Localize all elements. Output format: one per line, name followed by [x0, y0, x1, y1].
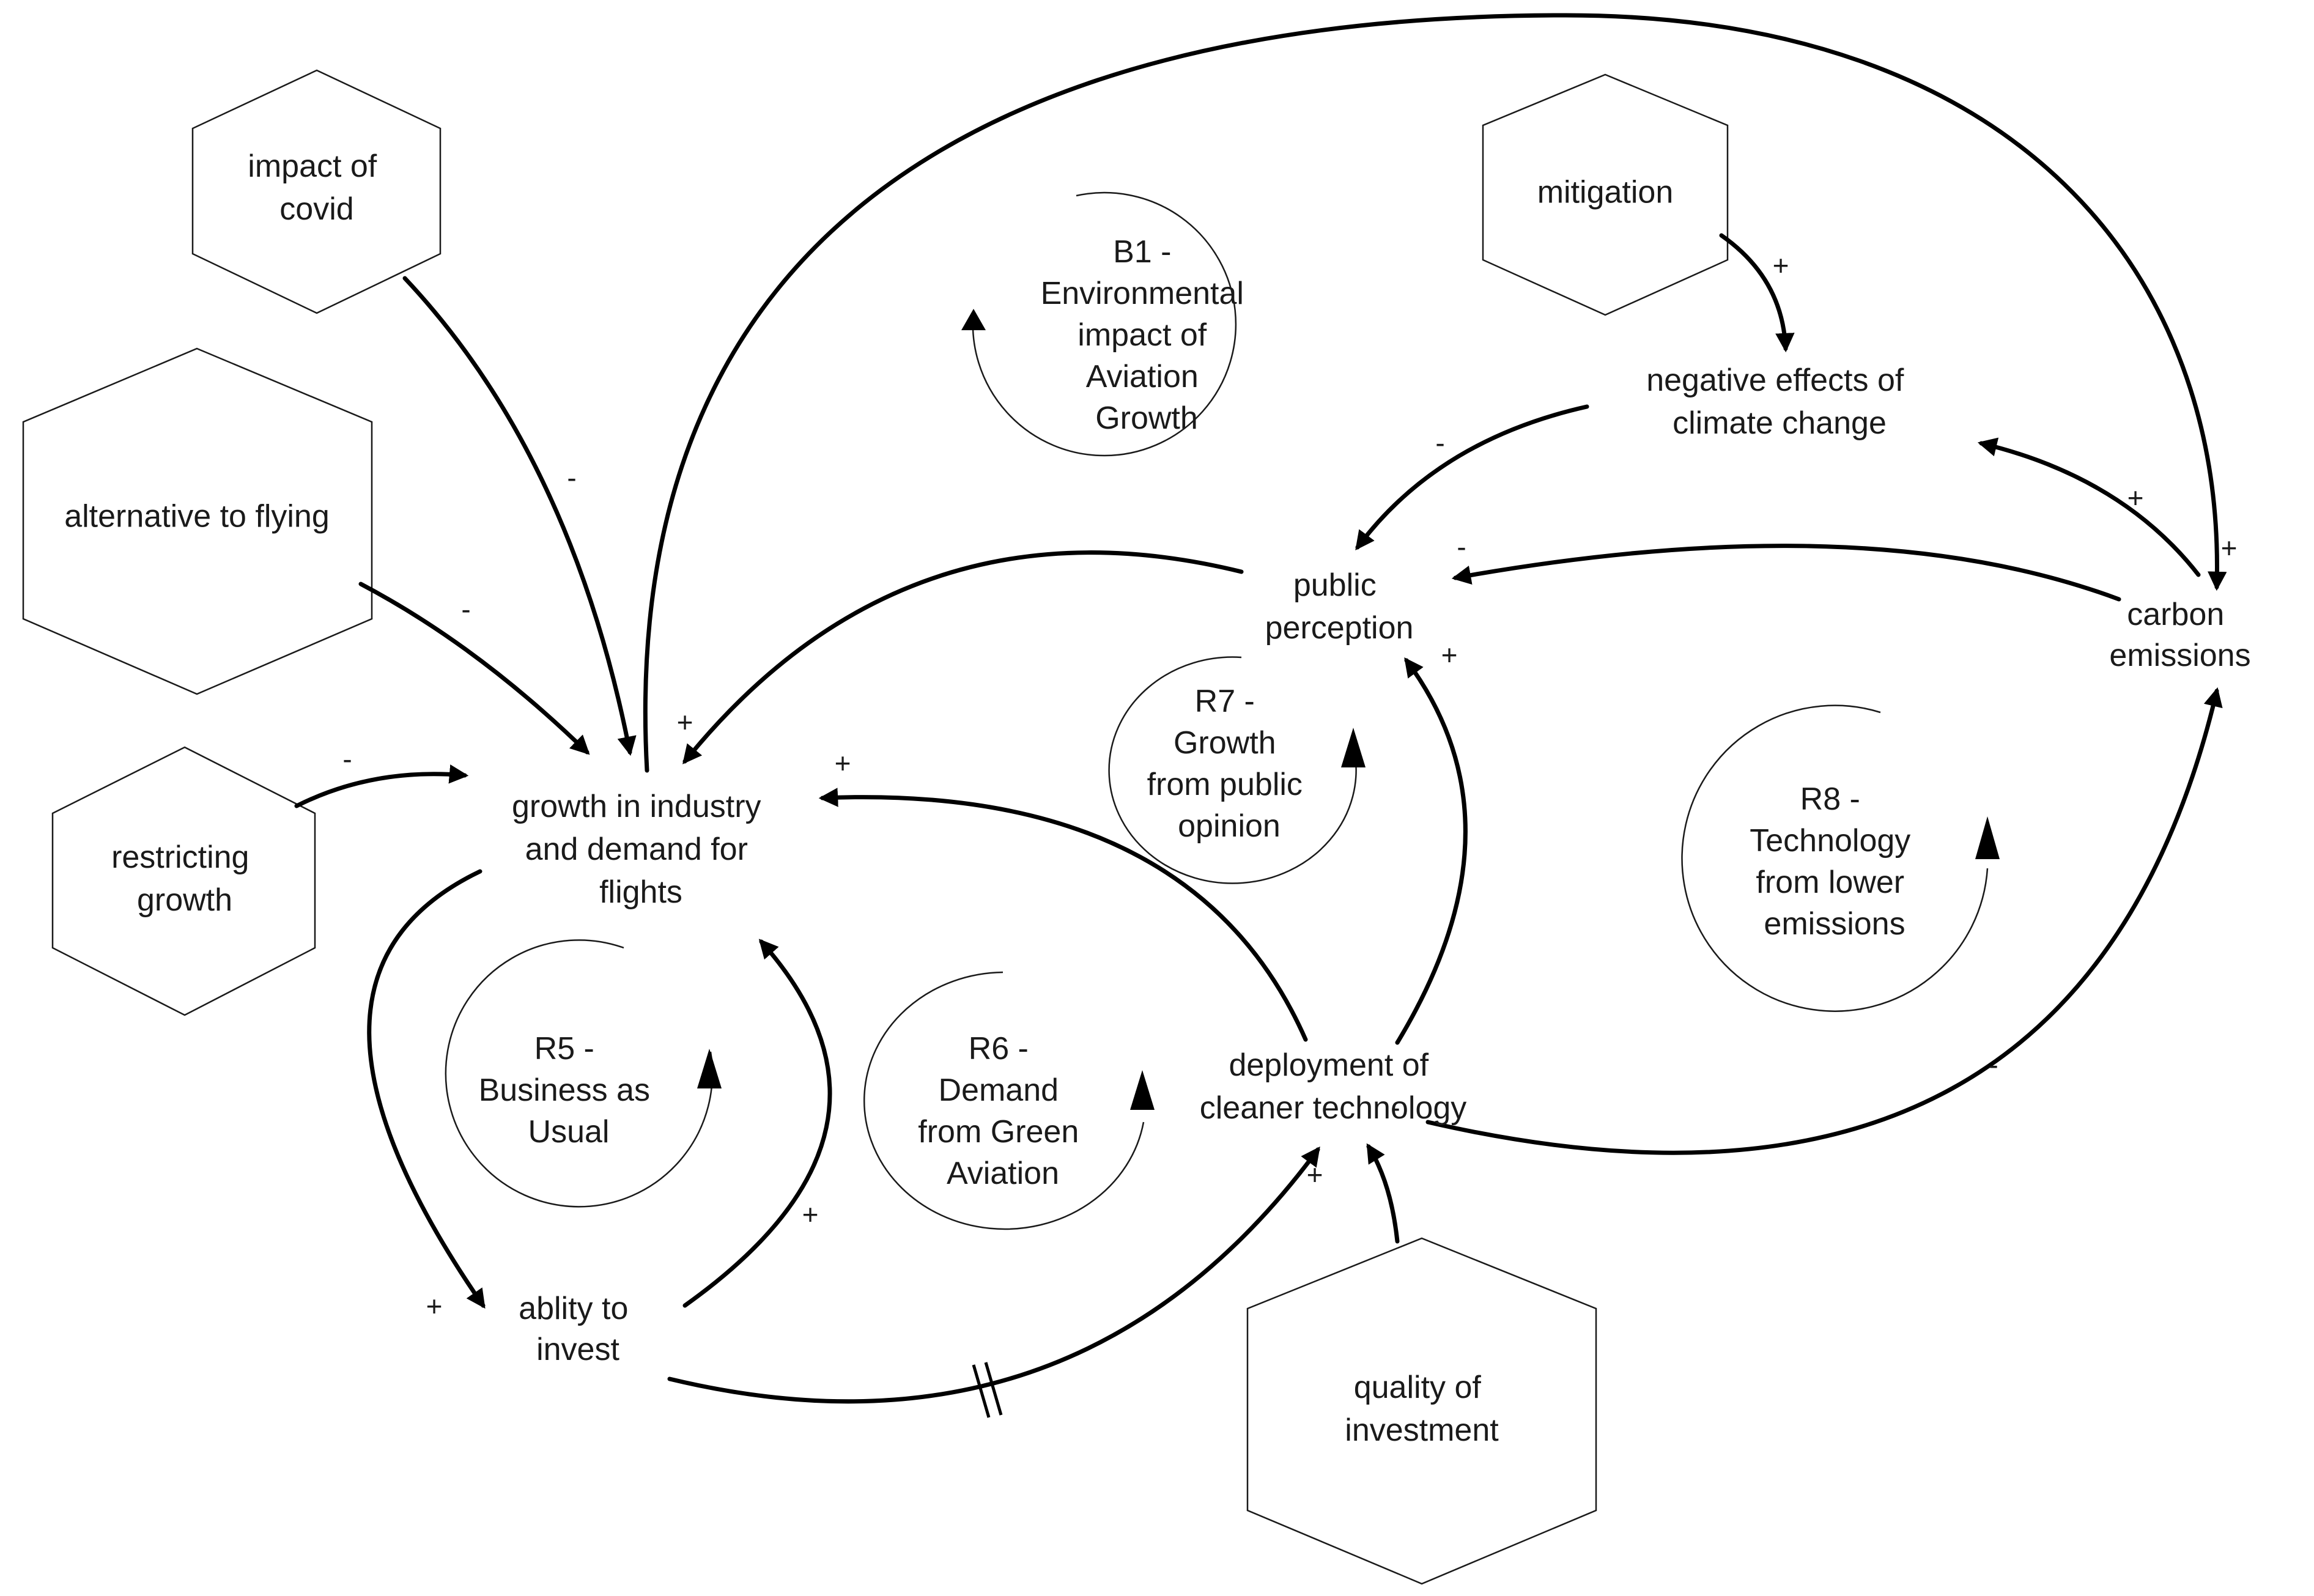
loop-arc-r7 — [1108, 656, 1357, 884]
loop-label-r7: R7 - Growth from public opinion — [1147, 684, 1312, 844]
link-growth-to-carbon — [643, 13, 2227, 773]
sign-carbon-negative: + — [2127, 482, 2144, 514]
label-quality-of-investment: quality of investment — [1345, 1370, 1499, 1448]
loop-label-r6: R6 - Demand from Green Aviation — [918, 1031, 1087, 1191]
sign-deployment-perception: + — [1441, 639, 1458, 671]
link-invest-to-growth — [682, 939, 832, 1308]
node-restricting-growth: restricting growth — [51, 746, 316, 1016]
sign-growth-carbon: + — [2221, 532, 2238, 564]
loop-arrow-r5 — [697, 1049, 722, 1088]
link-deployment-to-growth — [818, 788, 1308, 1042]
label-alternative-to-flying: alternative to flying — [64, 499, 330, 534]
loop-arrow-r6 — [1130, 1070, 1155, 1110]
link-covid-to-growth — [402, 276, 637, 756]
node-quality-of-investment: quality of investment — [1246, 1237, 1597, 1585]
sign-mitigation-negative: + — [1773, 249, 1789, 281]
link-carbon-to-perception — [1451, 544, 2121, 602]
sign-growth-invest: + — [426, 1290, 443, 1322]
loop-arrow-r8 — [1975, 816, 2000, 859]
sign-covid-growth: - — [567, 462, 576, 493]
link-perception-to-growth — [682, 550, 1244, 764]
label-mitigation: mitigation — [1537, 175, 1674, 210]
delay-mark — [972, 1362, 1003, 1418]
loop-arc-r8 — [1681, 704, 1989, 1012]
link-restricting-to-growth — [294, 764, 469, 808]
link-quality-to-deployment — [1366, 1143, 1400, 1244]
link-deployment-to-perception — [1395, 657, 1468, 1045]
sign-carbon-perception: - — [1457, 531, 1466, 563]
sign-deployment-growth: + — [835, 747, 851, 779]
sign-invest-growth: + — [802, 1199, 819, 1230]
sign-invest-deployment: + — [1307, 1159, 1323, 1191]
loop-label-b1: B1 - Environmental impact of Aviation Gr… — [1041, 234, 1253, 436]
sign-quality-deployment: - — [1391, 1092, 1400, 1123]
var-public-perception: public perception — [1265, 567, 1414, 646]
link-growth-to-invest — [367, 869, 486, 1309]
loop-label-r5: R5 - Business as Usual — [479, 1031, 659, 1150]
loop-arc-b1 — [972, 191, 1237, 457]
sign-negative-perception: - — [1435, 427, 1444, 459]
loop-arrow-r7 — [1341, 728, 1366, 767]
sign-alternative-growth: - — [461, 593, 470, 625]
label-restricting-growth: restricting growth — [111, 840, 258, 918]
node-impact-of-covid: impact of covid — [191, 69, 442, 314]
sign-restricting-growth: - — [342, 743, 352, 775]
loop-arc-r6 — [863, 971, 1145, 1230]
sign-deployment-carbon: - — [1989, 1049, 1998, 1081]
link-alternative-to-growth — [358, 582, 590, 755]
node-alternative-to-flying: alternative to flying — [22, 347, 373, 695]
label-impact-of-covid: impact of covid — [248, 149, 385, 227]
sign-perception-growth: + — [677, 706, 693, 738]
link-mitigation-to-negative — [1719, 233, 1795, 353]
link-deployment-to-carbon — [1425, 687, 2223, 1155]
var-carbon-emissions: carbon emissions — [2109, 597, 2250, 673]
var-deployment: deployment of cleaner technology — [1200, 1047, 1467, 1126]
loop-arrow-b1 — [961, 309, 986, 330]
loop-label-r8: R8 - Technology from lower emissions — [1750, 781, 1920, 942]
loop-arc-r5 — [445, 939, 714, 1208]
link-carbon-to-negative — [1977, 437, 2201, 577]
node-mitigation: mitigation — [1482, 73, 1729, 316]
link-invest-to-deployment — [667, 1146, 1320, 1404]
var-growth-in-industry: growth in industry and demand for flight… — [512, 789, 770, 910]
var-negative-effects: negative effects of climate change — [1646, 363, 1913, 441]
var-ability-to-invest: ablity to invest — [519, 1291, 637, 1367]
link-negative-to-perception — [1355, 404, 1589, 551]
